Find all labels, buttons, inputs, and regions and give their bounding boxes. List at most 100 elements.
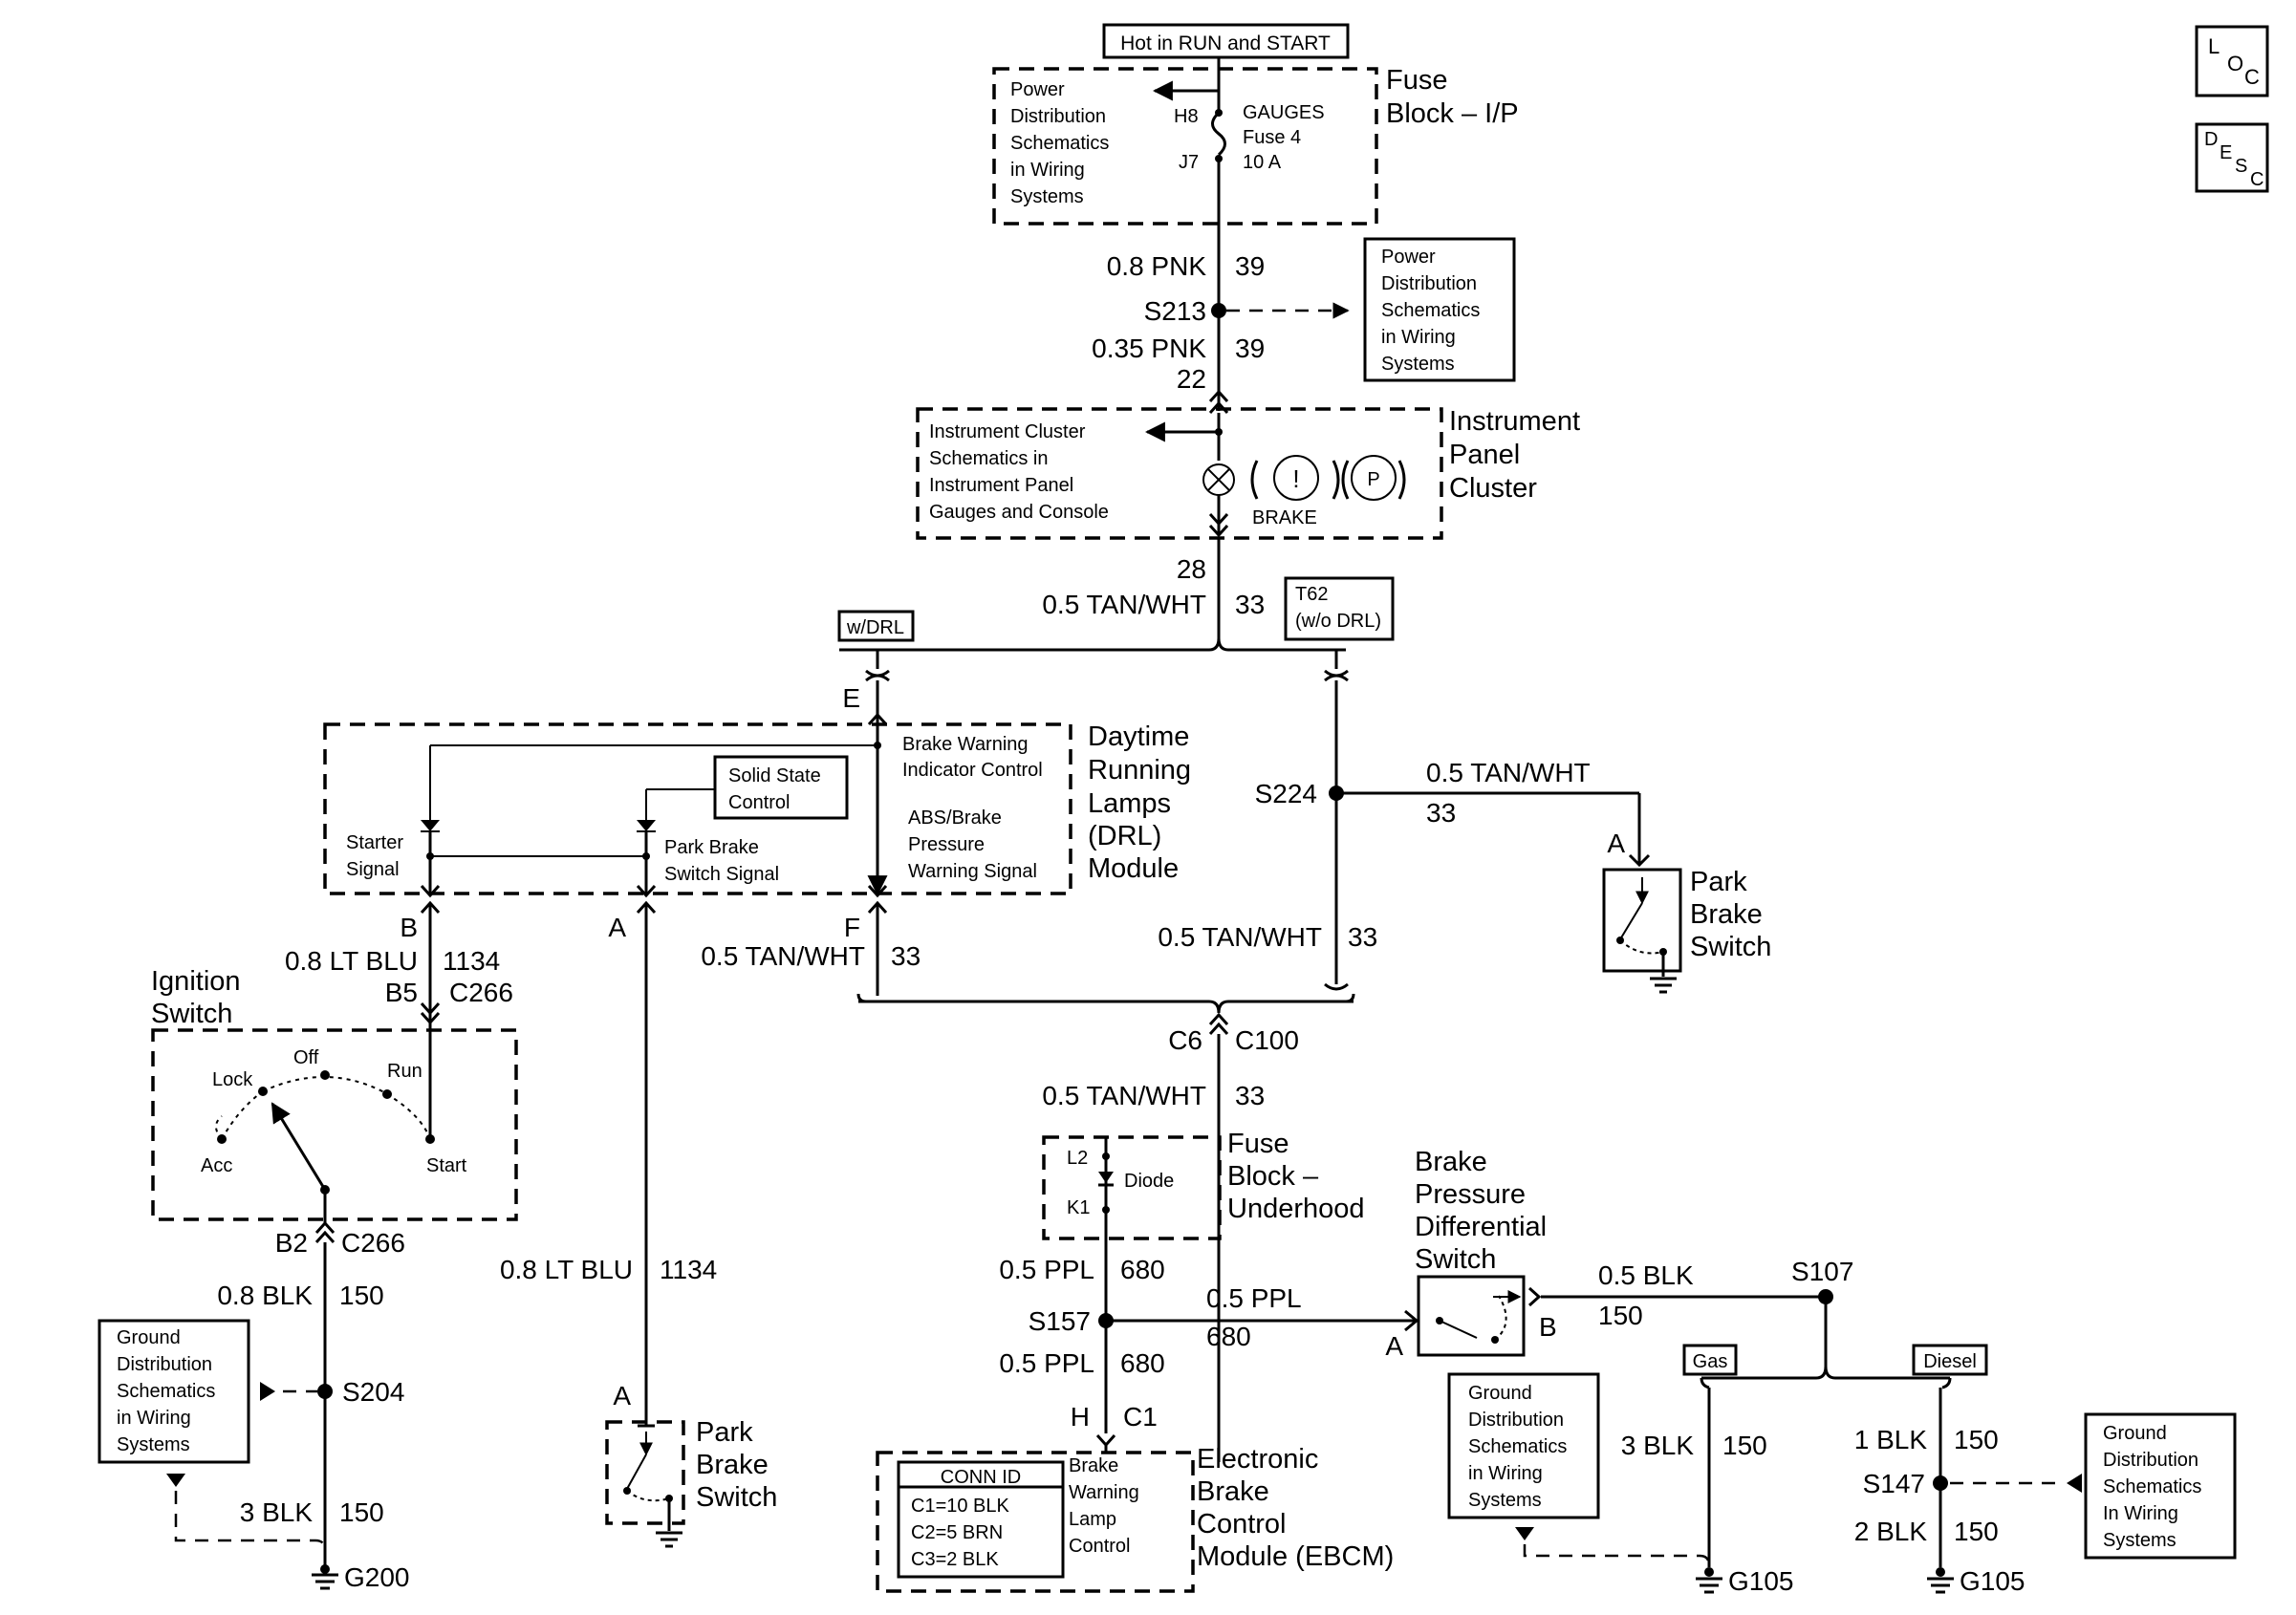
svg-text:Solid State: Solid State (728, 765, 821, 786)
pin-a-drl: A (608, 913, 626, 942)
g105-gas-label: G105 (1728, 1566, 1794, 1596)
pin-28: 28 (1177, 554, 1206, 584)
t62-option-label: T62 (w/o DRL) (1284, 576, 1395, 641)
bpds-title: Brake Pressure Differential Switch (1415, 1147, 1547, 1275)
wire-blk-05-gauge: 0.5 BLK (1598, 1260, 1694, 1290)
svg-text:Fuse: Fuse (1386, 65, 1447, 96)
pin-e: E (842, 683, 860, 713)
wire-lt-blu-park-gauge: 0.8 LT BLU (500, 1255, 633, 1284)
svg-text:Warning Signal: Warning Signal (908, 861, 1037, 882)
connector-c100: C100 (1235, 1025, 1299, 1055)
solid-state-control: Solid State Control (713, 755, 849, 820)
power-distribution-ref-top: Power Distribution Schematics in Wiring … (1010, 79, 1109, 207)
pin-b-bpds: B (1539, 1312, 1557, 1342)
drl-module-title: Daytime Running Lamps (DRL) Module (1088, 721, 1191, 884)
svg-text:Switch: Switch (151, 999, 232, 1029)
svg-text:!: ! (1292, 464, 1299, 493)
svg-text:in Wiring: in Wiring (117, 1408, 191, 1429)
wire-blk-3-ign-gauge: 3 BLK (240, 1497, 314, 1527)
s107-label: S107 (1791, 1257, 1853, 1286)
svg-text:Ground: Ground (2103, 1423, 2167, 1444)
svg-text:Distribution: Distribution (117, 1354, 212, 1375)
ignition-lock: Lock (212, 1069, 253, 1090)
wire-tan-wht-c100-gauge: 0.5 TAN/WHT (1042, 1081, 1206, 1110)
ignition-acc: Acc (201, 1155, 232, 1176)
svg-text:Systems: Systems (2103, 1530, 2177, 1551)
svg-text:Ground: Ground (117, 1327, 181, 1348)
wire-blk-gas-gauge: 3 BLK (1621, 1431, 1695, 1460)
connector-c266-top: C266 (449, 978, 513, 1007)
ignition-switch-title: Ignition Switch (151, 966, 241, 1029)
fuse-block-underhood (1042, 1135, 1222, 1240)
svg-text:Diesel: Diesel (1923, 1351, 1977, 1372)
svg-text:In Wiring: In Wiring (2103, 1503, 2178, 1524)
s147-label: S147 (1863, 1469, 1925, 1498)
wire-blk-1-circuit: 150 (1954, 1425, 1999, 1454)
svg-text:Distribution: Distribution (1381, 273, 1477, 294)
svg-text:Differential: Differential (1415, 1212, 1547, 1242)
pin-b-drl: B (400, 913, 418, 942)
svg-text:Gas: Gas (1693, 1351, 1728, 1372)
wire-ppl-3-circuit: 680 (1120, 1348, 1165, 1378)
desc-icon[interactable]: D E S C (2195, 122, 2269, 193)
svg-text:Switch: Switch (1690, 932, 1771, 962)
wdrl-option-label: w/DRL (837, 610, 915, 642)
pin-h: H (1071, 1402, 1090, 1432)
splice-s147 (1933, 1475, 1948, 1491)
svg-text:Pressure: Pressure (908, 834, 985, 855)
svg-text:P: P (1367, 469, 1379, 490)
svg-text:Ignition: Ignition (151, 966, 241, 997)
ignition-start: Start (426, 1155, 467, 1176)
pin-b5: B5 (385, 978, 418, 1007)
svg-text:Running: Running (1088, 755, 1191, 786)
wire-tan-wht-top-circuit: 33 (1235, 590, 1265, 619)
loc-icon[interactable]: L O C (2195, 25, 2269, 97)
svg-text:Schematics: Schematics (1010, 133, 1109, 154)
ground-distribution-ref-left: Ground Distribution Schematics in Wiring… (97, 1319, 250, 1464)
abs-brake-pressure-label: ABS/Brake Pressure Warning Signal (908, 808, 1037, 882)
svg-text:Brake: Brake (696, 1450, 769, 1480)
svg-text:Gauges and Console: Gauges and Console (929, 502, 1109, 523)
drl-module (323, 722, 1072, 895)
instrument-cluster-ref: Instrument Cluster Schematics in Instrum… (929, 421, 1109, 523)
pin-22: 22 (1177, 364, 1206, 394)
g200-label: G200 (344, 1562, 410, 1592)
svg-text:Systems: Systems (1381, 354, 1455, 375)
s204-label: S204 (342, 1377, 404, 1407)
park-brake-switch-left-title: Park Brake Switch (696, 1417, 777, 1513)
brake-warning-indicator-label: Brake Warning Indicator Control (902, 734, 1043, 781)
svg-text:C1=10 BLK: C1=10 BLK (911, 1496, 1010, 1517)
park-brake-switch-right (1602, 868, 1682, 994)
wire-blk-1-gauge: 1 BLK (1854, 1425, 1928, 1454)
svg-text:Fuse: Fuse (1227, 1129, 1289, 1159)
ground-g105-diesel-icon (1927, 1567, 1954, 1594)
option-brace-bottom (858, 1000, 1354, 1014)
svg-text:Lamp: Lamp (1069, 1509, 1116, 1530)
svg-text:E: E (2220, 142, 2232, 163)
svg-text:Schematics in: Schematics in (929, 448, 1049, 469)
splice-s204 (317, 1384, 333, 1399)
wire-tan-wht-s224-circuit: 33 (1426, 798, 1456, 828)
conn-id-table: CONN ID C1=10 BLK C2=5 BRN C3=2 BLK (897, 1460, 1065, 1579)
pin-a-bpds: A (1385, 1331, 1403, 1361)
svg-text:Distribution: Distribution (2103, 1450, 2199, 1471)
g105-diesel-label: G105 (1960, 1566, 2025, 1596)
svg-text:Schematics: Schematics (1468, 1436, 1567, 1457)
svg-text:Systems: Systems (1010, 186, 1084, 207)
wire-tan-wht-down-gauge: 0.5 TAN/WHT (1158, 922, 1322, 952)
svg-text:Schematics: Schematics (117, 1381, 215, 1402)
svg-text:D: D (2204, 129, 2218, 150)
gas-diesel-brace (1701, 1366, 1950, 1380)
hot-label: Hot in RUN and START (1102, 23, 1350, 59)
svg-text:Park: Park (1690, 867, 1747, 897)
svg-text:Cluster: Cluster (1449, 473, 1537, 504)
svg-text:Instrument Cluster: Instrument Cluster (929, 421, 1086, 442)
wire-ppl-3-gauge: 0.5 PPL (999, 1348, 1094, 1378)
wire-ppl-1-circuit: 680 (1120, 1255, 1165, 1284)
svg-text:w/DRL: w/DRL (846, 617, 904, 638)
instrument-panel-cluster-title: Instrument Panel Cluster (1449, 406, 1580, 504)
svg-text:Park Brake: Park Brake (664, 837, 759, 858)
svg-text:Schematics: Schematics (2103, 1476, 2201, 1497)
svg-text:Block –: Block – (1227, 1161, 1319, 1192)
